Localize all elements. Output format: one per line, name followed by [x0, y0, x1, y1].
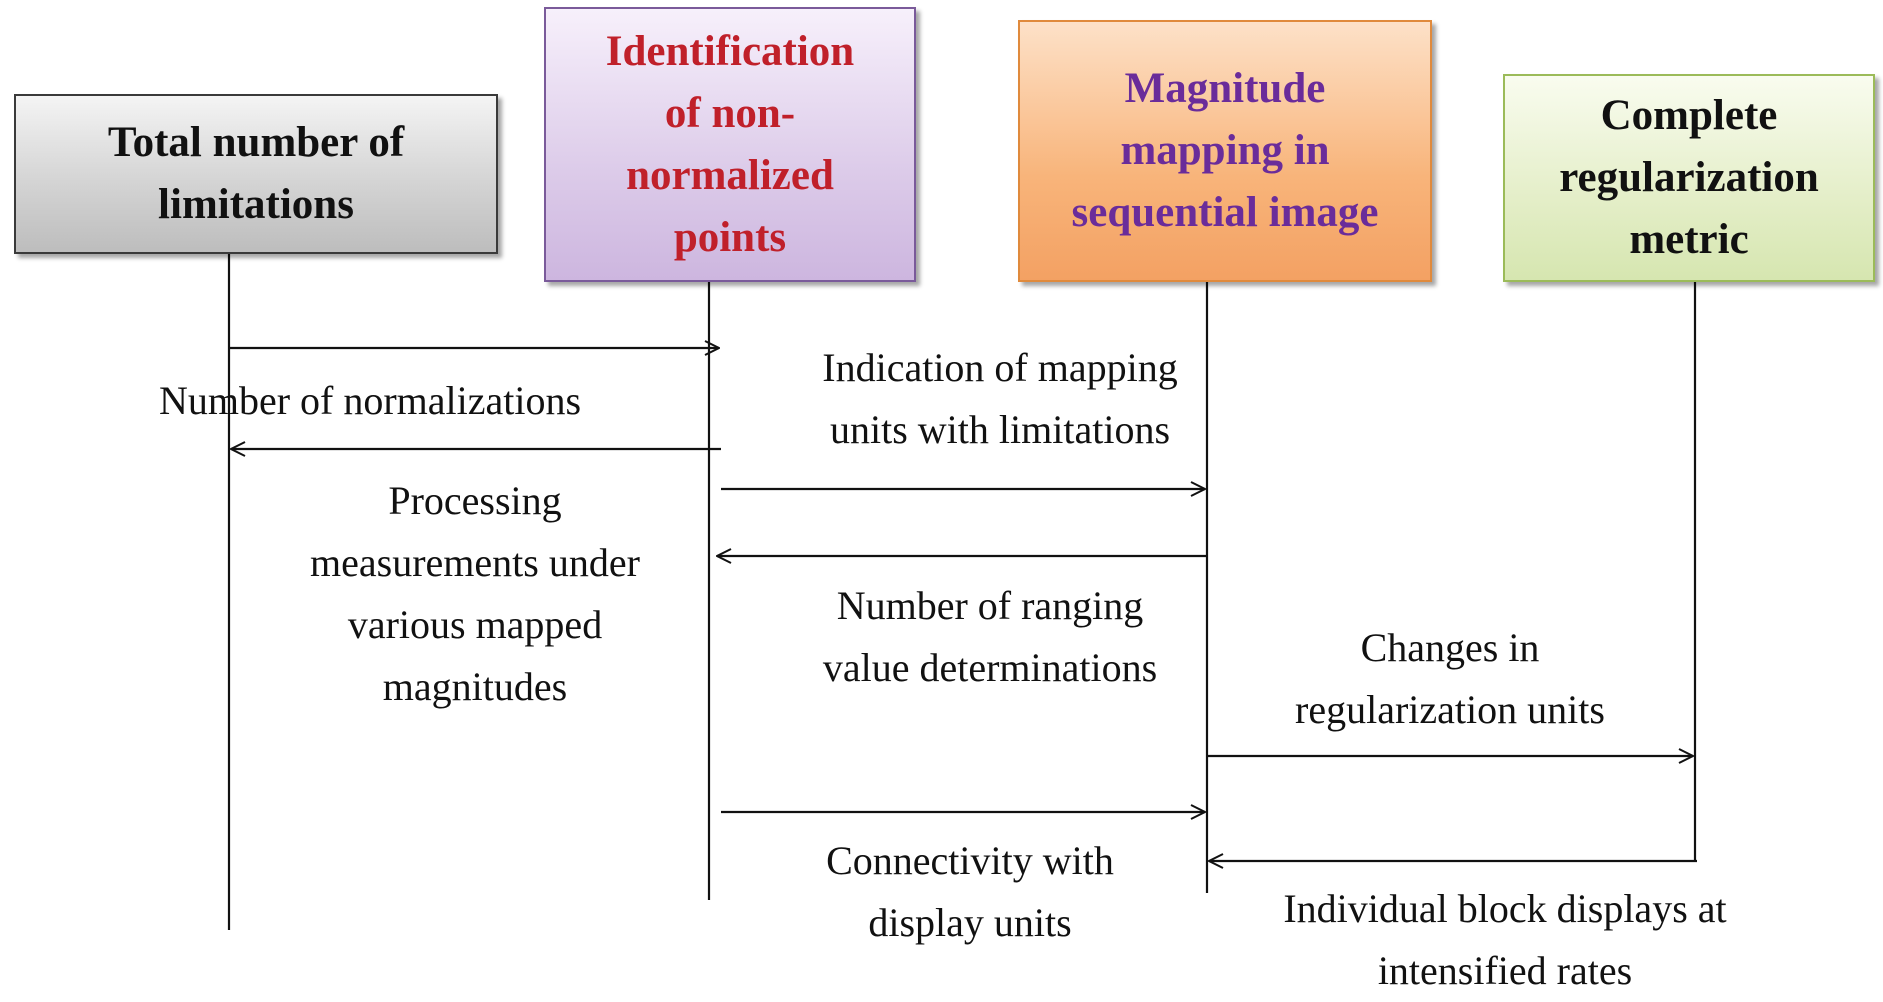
message-label-line: magnitudes [382, 664, 568, 709]
message-processing-measurements: Processing measurements under various ma… [270, 470, 680, 718]
message-label-line: Number of ranging [836, 583, 1144, 628]
participant-label-line: sequential image [1071, 189, 1379, 236]
message-label-line: Connectivity with [826, 838, 1114, 883]
participant-label-line: metric [1629, 216, 1749, 263]
participant-label-line: normalized [626, 151, 834, 199]
message-label-line: regularization units [1295, 687, 1605, 732]
participant-label-line: regularization [1559, 154, 1819, 201]
participant-identification: Identification of non- normalized points [544, 7, 916, 282]
message-label-line: various mapped [347, 602, 603, 647]
message-connectivity: Connectivity with display units [760, 830, 1180, 954]
participant-label-line: mapping in [1120, 127, 1330, 174]
message-changes-in-regularization: Changes in regularization units [1240, 617, 1660, 741]
message-label-line: Changes in [1360, 625, 1540, 670]
participant-label-line: of non- [664, 89, 796, 137]
participant-label-line: Complete [1600, 92, 1778, 139]
message-number-of-ranging: Number of ranging value determinations [760, 575, 1220, 699]
message-number-of-normalizations: Number of normalizations [110, 370, 630, 432]
message-label-line: intensified rates [1377, 948, 1633, 993]
message-label-line: measurements under [310, 540, 640, 585]
participant-label-line: limitations [158, 181, 354, 228]
message-label-line: Individual block displays at [1283, 886, 1727, 931]
message-label-line: value determinations [822, 645, 1158, 690]
participant-magnitude-mapping: Magnitude mapping in sequential image [1018, 20, 1432, 282]
message-label-line: Indication of mapping [822, 345, 1178, 390]
participant-label-line: points [673, 213, 787, 261]
participant-label-line: Identification [605, 27, 855, 75]
participant-label-line: Magnitude [1124, 65, 1326, 112]
message-label-line: display units [868, 900, 1072, 945]
message-label-line: Number of normalizations [158, 378, 582, 423]
message-label-line: Processing [388, 478, 562, 523]
message-individual-block: Individual block displays at intensified… [1215, 878, 1795, 1002]
participant-total-limitations: Total number of limitations [14, 94, 498, 254]
message-indication-of-mapping: Indication of mapping units with limitat… [760, 337, 1240, 461]
message-label-line: units with limitations [829, 407, 1171, 452]
participant-complete-regularization: Complete regularization metric [1503, 74, 1875, 282]
participant-label-line: Total number of [107, 119, 405, 166]
